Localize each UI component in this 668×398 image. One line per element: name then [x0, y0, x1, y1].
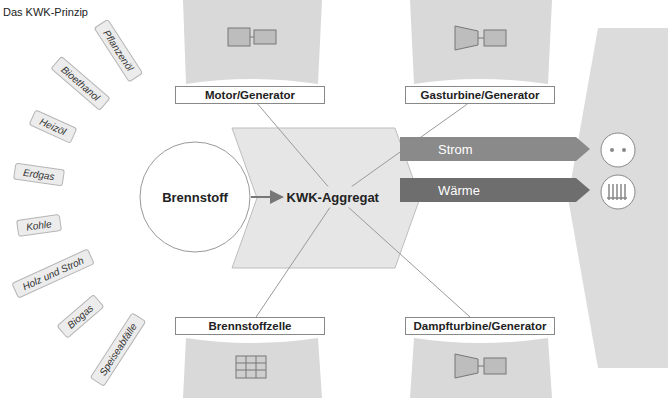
fuel-card: Speiseabfälle: [90, 312, 147, 387]
diagram-title: Das KWK-Prinzip: [3, 6, 88, 18]
connector: [258, 104, 328, 187]
node-label: Heizöl: [38, 116, 68, 138]
circle-outline: [140, 142, 250, 252]
connector: [256, 208, 330, 318]
node-label: Biogas: [65, 302, 95, 330]
fuel-circle: Brennstoff: [139, 141, 251, 253]
node-label: Speiseabfälle: [97, 321, 139, 377]
icon-band: [410, 0, 552, 84]
node-label: Bioethanol: [59, 64, 102, 103]
generator-box: Brennstoffzelle: [175, 317, 325, 335]
node-label: Dampfturbine/Generator: [412, 320, 548, 332]
node-label: Brennstoff: [162, 190, 228, 205]
connector: [349, 208, 470, 318]
fuel-card: Bioethanol: [50, 56, 111, 111]
arrow-body: [400, 178, 590, 202]
node-label: Gasturbine/Generator: [412, 89, 548, 101]
fuel-card: Erdgas: [13, 163, 65, 187]
node-label: Pflanzenöl: [101, 28, 136, 73]
node-label: Motor/Generator: [182, 89, 318, 101]
radiator-icon: [601, 175, 635, 209]
fuel-card: Pflanzenöl: [93, 19, 142, 83]
steam-turbine-icon: [455, 354, 506, 378]
node-label: Strom: [438, 142, 473, 157]
generator-box: Gasturbine/Generator: [405, 86, 555, 104]
arrow-body: [400, 137, 590, 161]
icon-band: [183, 0, 322, 84]
consumer-panel: [568, 28, 668, 368]
node-label: Erdgas: [22, 167, 55, 182]
output-arrow: Wärme: [400, 178, 590, 202]
fuel-card: Kohle: [16, 214, 62, 237]
node-label: Wärme: [438, 183, 480, 198]
fuel-card: Heizöl: [28, 109, 77, 143]
fuel-card: Holz und Stroh: [11, 249, 95, 299]
motor-icon: [228, 28, 276, 46]
node-label: Holz und Stroh: [21, 255, 86, 292]
node-label: Kohle: [25, 218, 52, 233]
chp-unit: KWK-Aggregat: [283, 187, 392, 208]
generator-box: Dampfturbine/Generator: [405, 317, 555, 335]
socket-icon: [601, 133, 635, 167]
icon-band: [183, 338, 322, 398]
arrow-shape: [400, 137, 590, 161]
node-label: Brennstoffzelle: [182, 320, 318, 332]
fuel-cell-icon: [236, 356, 266, 378]
icon-band: [410, 338, 552, 398]
fuel-card: Biogas: [56, 294, 104, 339]
output-arrow: Strom: [400, 137, 590, 161]
gas-turbine-icon: [455, 26, 506, 50]
connector: [251, 196, 283, 198]
generator-box: Motor/Generator: [175, 86, 325, 104]
arrow-shape: [400, 178, 590, 202]
node-label: KWK-Aggregat: [287, 190, 388, 205]
